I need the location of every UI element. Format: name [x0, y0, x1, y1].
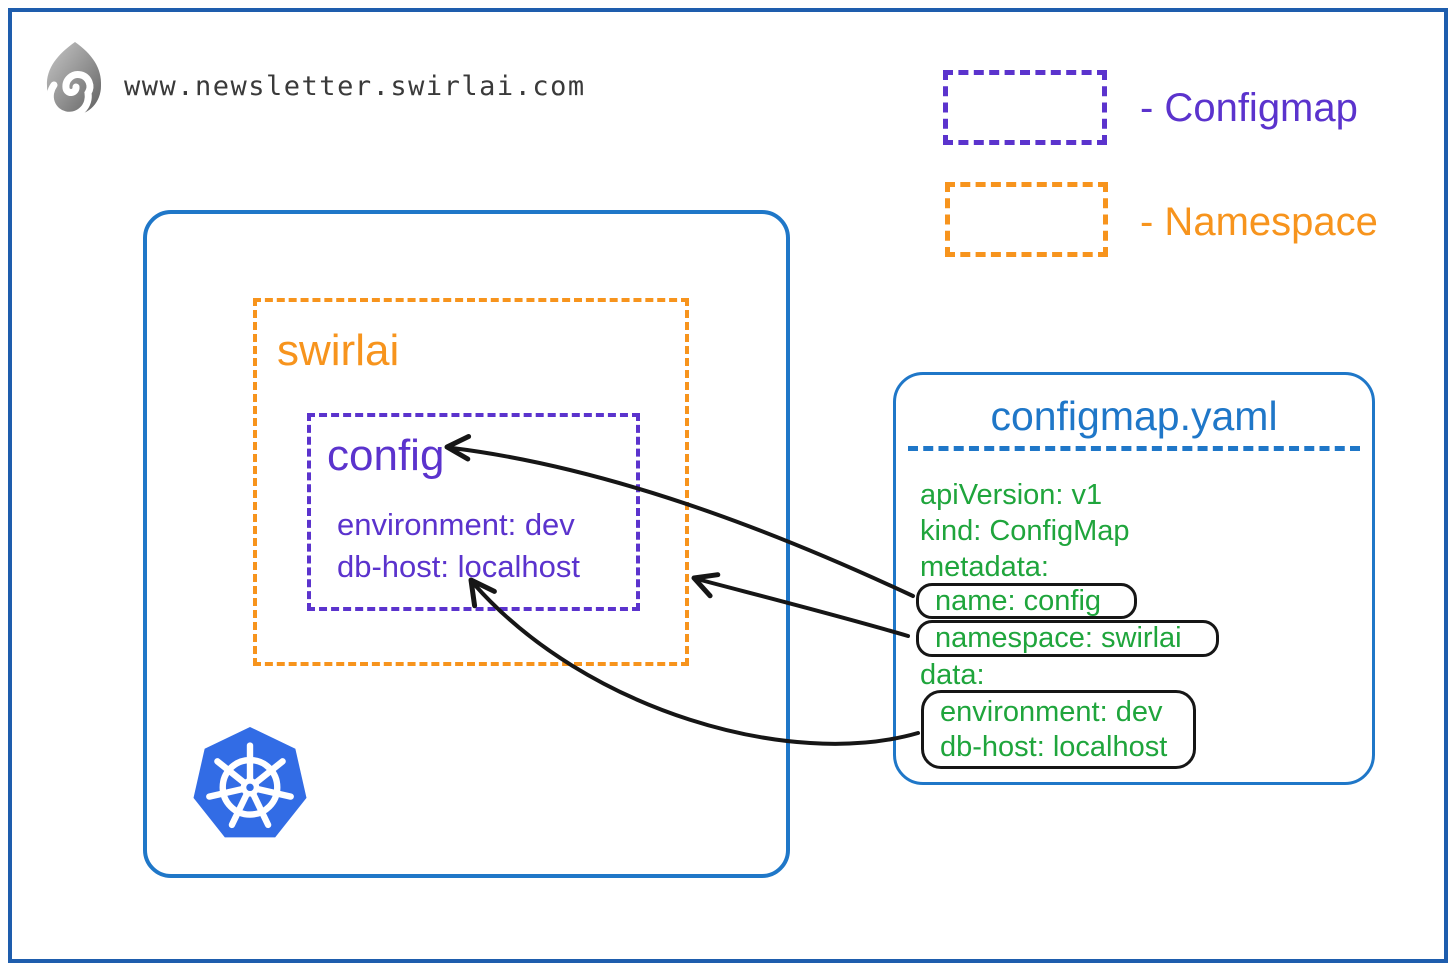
- yaml-line-data-environment: environment: dev: [940, 695, 1163, 728]
- namespace-name-label: swirlai: [277, 326, 400, 375]
- yaml-line-kind: kind: ConfigMap: [920, 515, 1130, 547]
- yaml-line-data-db-host: db-host: localhost: [940, 730, 1168, 763]
- swirlai-logo-icon: [46, 42, 102, 119]
- configmap-legend-label: - Configmap: [1140, 86, 1358, 130]
- yaml-line-data: data:: [920, 659, 985, 691]
- yaml-title-separator: [908, 446, 1360, 451]
- configmap-name-label: config: [327, 431, 445, 480]
- yaml-line-namespace: namespace: swirlai: [935, 622, 1182, 654]
- namespace-legend-swatch: [945, 182, 1108, 257]
- namespace-box: swirlai config environment: dev db-host:…: [253, 298, 689, 666]
- site-url: www.newsletter.swirlai.com: [124, 71, 586, 102]
- kubernetes-icon: [193, 727, 307, 838]
- configmap-entry-db-host: db-host: localhost: [337, 549, 580, 584]
- yaml-namespace-highlight-box: namespace: swirlai: [916, 620, 1219, 657]
- yaml-line-metadata: metadata:: [920, 551, 1049, 583]
- namespace-legend-label: - Namespace: [1140, 200, 1378, 244]
- configmap-box: config environment: dev db-host: localho…: [307, 413, 640, 611]
- yaml-line-name: name: config: [935, 584, 1102, 617]
- yaml-file-title: configmap.yaml: [990, 393, 1278, 439]
- yaml-file-panel: configmap.yaml apiVersion: v1 kind: Conf…: [893, 372, 1375, 785]
- yaml-name-highlight-box: name: config: [916, 583, 1137, 619]
- configmap-entry-environment: environment: dev: [337, 507, 575, 542]
- yaml-data-highlight-box: environment: dev db-host: localhost: [921, 690, 1196, 769]
- kubernetes-cluster-box: swirlai config environment: dev db-host:…: [143, 210, 790, 878]
- configmap-legend-swatch: [943, 70, 1107, 145]
- yaml-line-apiversion: apiVersion: v1: [920, 479, 1103, 511]
